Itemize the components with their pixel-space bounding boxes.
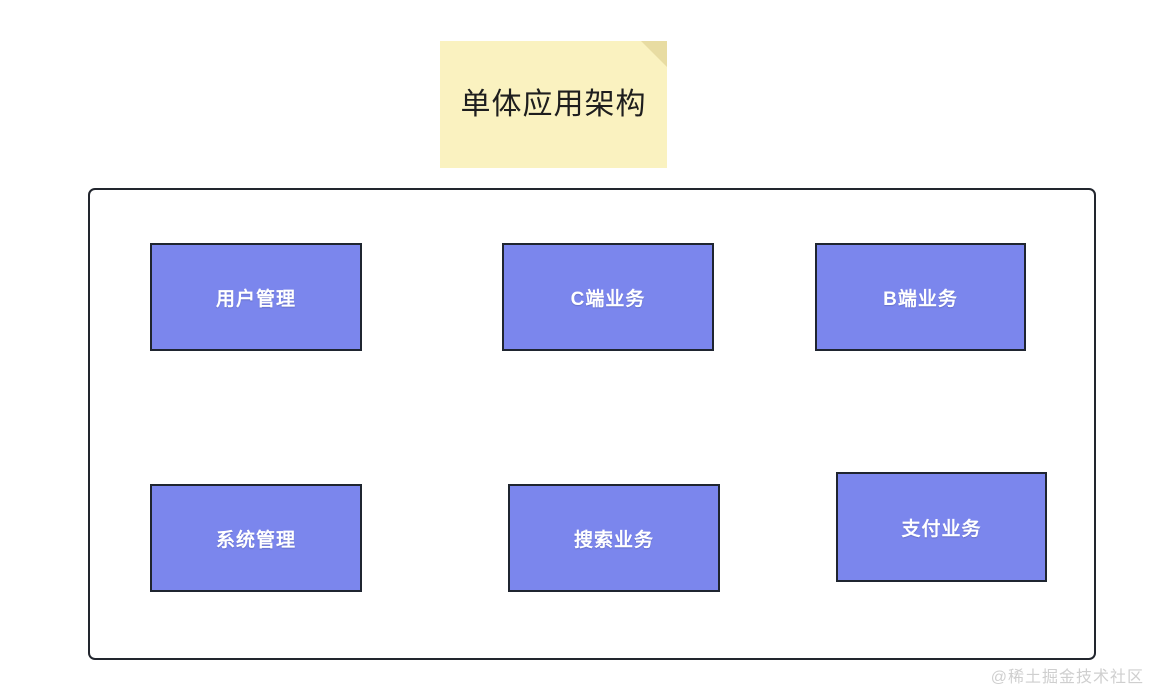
module-box-system-management[interactable]: 系统管理 — [150, 484, 362, 592]
diagram-title: 单体应用架构 — [460, 87, 647, 121]
sticky-note-fold-corner-icon — [641, 41, 667, 67]
module-label-user-management: 用户管理 — [215, 288, 296, 310]
module-label-b-side-business: B端业务 — [883, 288, 958, 310]
watermark: @稀土掘金技术社区 — [990, 669, 1144, 686]
module-label-c-side-business: C端业务 — [570, 288, 646, 310]
module-box-c-side-business[interactable]: C端业务 — [502, 243, 714, 351]
title-sticky-note: 单体应用架构 — [440, 41, 667, 168]
module-box-b-side-business[interactable]: B端业务 — [815, 243, 1026, 351]
module-label-payment-business: 支付业务 — [901, 518, 982, 540]
module-label-search-business: 搜索业务 — [573, 529, 654, 551]
module-box-user-management[interactable]: 用户管理 — [150, 243, 362, 351]
module-label-system-management: 系统管理 — [215, 529, 296, 551]
module-box-payment-business[interactable]: 支付业务 — [836, 472, 1047, 582]
module-box-search-business[interactable]: 搜索业务 — [508, 484, 720, 592]
